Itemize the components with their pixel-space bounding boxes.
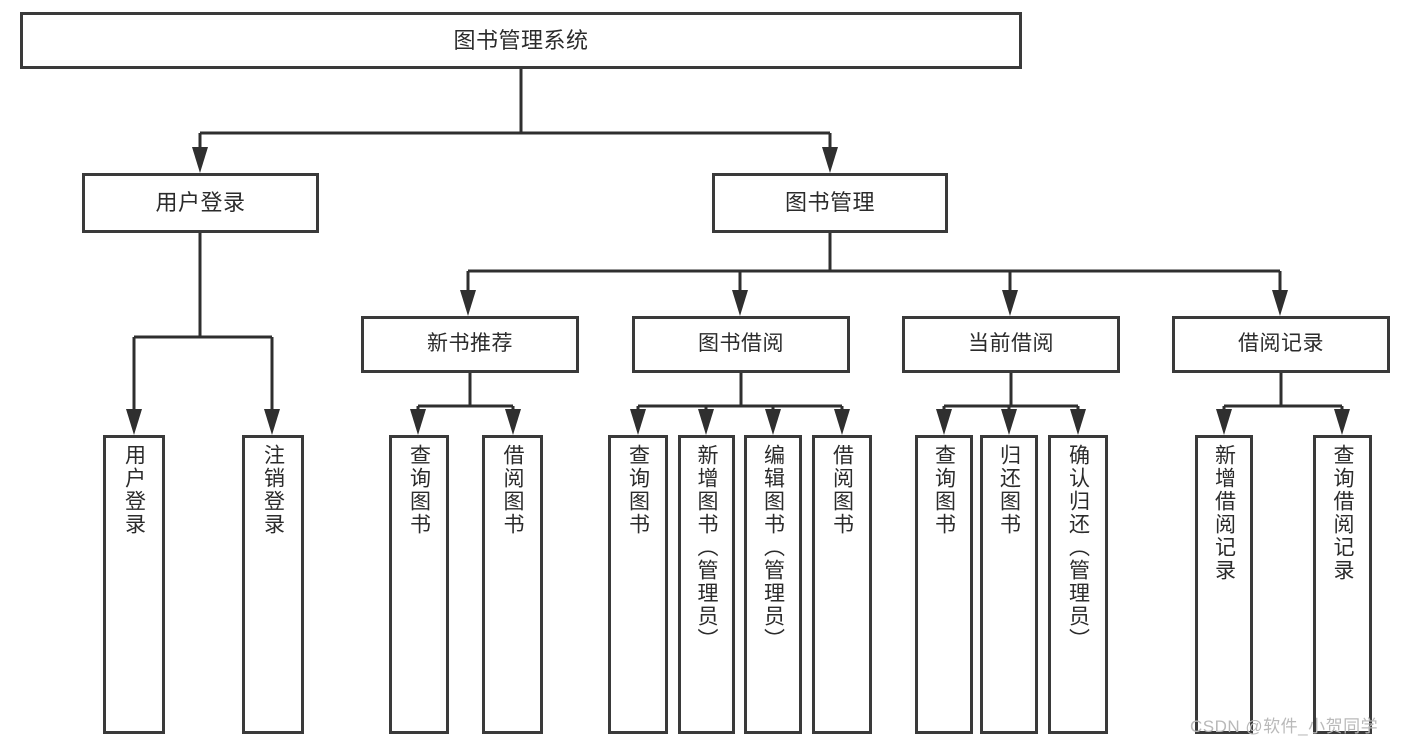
node-label: 借阅图书 bbox=[830, 444, 854, 536]
node-leaf-query-book-3[interactable]: 查询图书 bbox=[915, 435, 973, 734]
node-label: 图书管理系统 bbox=[453, 27, 589, 53]
node-label: 查询借阅记录 bbox=[1331, 444, 1354, 582]
node-label: 图书借阅 bbox=[698, 332, 784, 356]
node-label: 编辑图书（管理员） bbox=[761, 444, 785, 651]
arrow-head-book-borrow-children-1 bbox=[698, 409, 714, 435]
node-leaf-logout[interactable]: 注销登录 bbox=[242, 435, 304, 734]
arrow-head-book-manage-children-3 bbox=[1272, 290, 1288, 316]
node-label: 查询图书 bbox=[932, 444, 956, 536]
node-label: 查询图书 bbox=[407, 444, 431, 536]
arrow-head-new-book-recommend-children-1 bbox=[505, 409, 521, 435]
arrow-head-book-manage-children-0 bbox=[460, 290, 476, 316]
node-leaf-borrow-book-1[interactable]: 借阅图书 bbox=[482, 435, 543, 734]
node-new-book-recommend[interactable]: 新书推荐 bbox=[361, 316, 579, 373]
arrow-head-book-manage-children-1 bbox=[732, 290, 748, 316]
arrow-head-root-children-0 bbox=[192, 147, 208, 173]
node-book-manage[interactable]: 图书管理 bbox=[712, 173, 948, 233]
node-leaf-add-book[interactable]: 新增图书（管理员） bbox=[678, 435, 735, 734]
node-leaf-query-book-1[interactable]: 查询图书 bbox=[389, 435, 449, 734]
arrow-head-current-borrow-children-2 bbox=[1070, 409, 1086, 435]
node-leaf-return-book[interactable]: 归还图书 bbox=[980, 435, 1038, 734]
node-label: 图书管理 bbox=[784, 190, 875, 216]
node-leaf-edit-book[interactable]: 编辑图书（管理员） bbox=[744, 435, 802, 734]
arrow-head-book-borrow-children-3 bbox=[834, 409, 850, 435]
node-leaf-confirm-return[interactable]: 确认归还（管理员） bbox=[1048, 435, 1108, 734]
node-label: 新增借阅记录 bbox=[1212, 444, 1236, 582]
arrow-head-user-login-children-0 bbox=[126, 409, 142, 435]
node-leaf-add-record[interactable]: 新增借阅记录 bbox=[1195, 435, 1253, 734]
arrow-head-book-borrow-children-2 bbox=[765, 409, 781, 435]
node-leaf-query-book-2[interactable]: 查询图书 bbox=[608, 435, 668, 734]
node-leaf-borrow-book-2[interactable]: 借阅图书 bbox=[812, 435, 872, 734]
arrow-head-current-borrow-children-0 bbox=[936, 409, 952, 435]
node-label: 确认归还（管理员） bbox=[1066, 444, 1090, 651]
node-label: 归还图书 bbox=[997, 444, 1021, 536]
node-leaf-query-record[interactable]: 查询借阅记录 bbox=[1313, 435, 1372, 734]
node-label: 新书推荐 bbox=[427, 332, 513, 356]
node-label: 借阅记录 bbox=[1238, 332, 1324, 356]
node-user-login[interactable]: 用户登录 bbox=[82, 173, 319, 233]
node-label: 注销登录 bbox=[261, 444, 285, 536]
watermark-label: CSDN @软件_小贺同学 bbox=[1190, 717, 1379, 736]
arrow-head-borrow-record-children-0 bbox=[1216, 409, 1232, 435]
node-book-borrow[interactable]: 图书借阅 bbox=[632, 316, 850, 373]
arrow-head-borrow-record-children-1 bbox=[1334, 409, 1350, 435]
node-label: 新增图书（管理员） bbox=[695, 444, 718, 651]
arrow-head-current-borrow-children-1 bbox=[1001, 409, 1017, 435]
node-label: 用户登录 bbox=[155, 190, 246, 216]
node-leaf-user-login[interactable]: 用户登录 bbox=[103, 435, 165, 734]
arrow-head-book-manage-children-2 bbox=[1002, 290, 1018, 316]
node-root[interactable]: 图书管理系统 bbox=[20, 12, 1022, 69]
node-label: 当前借阅 bbox=[968, 332, 1054, 356]
node-current-borrow[interactable]: 当前借阅 bbox=[902, 316, 1120, 373]
node-borrow-record[interactable]: 借阅记录 bbox=[1172, 316, 1390, 373]
arrow-head-book-borrow-children-0 bbox=[630, 409, 646, 435]
arrow-head-root-children-1 bbox=[822, 147, 838, 173]
node-label: 用户登录 bbox=[122, 444, 146, 536]
arrow-head-new-book-recommend-children-0 bbox=[410, 409, 426, 435]
arrow-head-user-login-children-1 bbox=[264, 409, 280, 435]
node-label: 借阅图书 bbox=[501, 444, 524, 536]
node-label: 查询图书 bbox=[626, 444, 650, 536]
